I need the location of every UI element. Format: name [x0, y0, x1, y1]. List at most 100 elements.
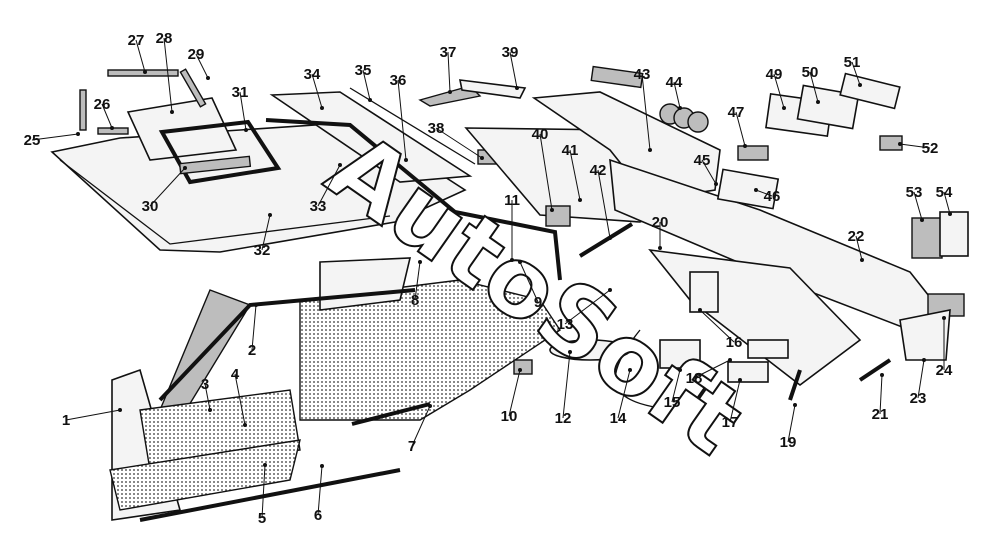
- callout-leader-43: [641, 73, 651, 151]
- callout-38: 38: [428, 120, 445, 137]
- callout-leader-25: [31, 133, 79, 141]
- callout-6: 6: [314, 507, 322, 524]
- lamp-54: [939, 211, 969, 257]
- callout-28: 28: [156, 30, 173, 47]
- callout-40: 40: [532, 126, 549, 143]
- bracket-21: [858, 358, 892, 382]
- callout-10: 10: [501, 408, 518, 425]
- callout-leader-49: [773, 73, 785, 109]
- sunroof-seal-strip: [178, 155, 252, 175]
- callout-41: 41: [562, 142, 579, 159]
- callout-dot-31: [244, 128, 248, 132]
- callout-leader-7: [411, 405, 431, 447]
- callout-32: 32: [254, 242, 271, 259]
- callout-leader-26: [101, 103, 113, 129]
- callout-dot-49: [782, 106, 786, 110]
- callout-44: 44: [666, 74, 683, 91]
- rod-27: [107, 69, 179, 77]
- callout-53: 53: [906, 184, 923, 201]
- callout-dot-13: [608, 288, 612, 292]
- callout-leader-42: [597, 169, 611, 239]
- sill-5: [109, 439, 301, 511]
- callout-leader-6: [317, 465, 323, 516]
- callout-dot-16: [698, 308, 702, 312]
- callout-leader-12: [562, 351, 571, 419]
- reflector-47: [737, 145, 769, 161]
- callout-dot-6: [320, 464, 324, 468]
- callout-dot-14: [628, 368, 632, 372]
- callout-46: 46: [764, 188, 781, 205]
- callout-50: 50: [802, 64, 819, 81]
- callout-dot-32: [268, 213, 272, 217]
- callout-dot-44: [678, 106, 682, 110]
- callout-dot-10: [518, 368, 522, 372]
- callout-24: 24: [936, 362, 953, 379]
- tail-lamp-46: [716, 168, 780, 210]
- callout-dot-29: [206, 76, 210, 80]
- callout-leaders: [31, 37, 952, 519]
- callout-22: 22: [848, 228, 865, 245]
- callout-dot-28: [170, 110, 174, 114]
- callout-1: 1: [62, 412, 70, 429]
- callout-36: 36: [390, 72, 407, 89]
- callout-dot-26: [110, 126, 114, 130]
- callout-dot-46: [754, 188, 758, 192]
- callout-dot-3: [208, 408, 212, 412]
- callout-leader-52: [899, 143, 931, 149]
- roof-panel-edge: [59, 159, 391, 245]
- callout-dot-25: [76, 132, 80, 136]
- callout-leader-36: [397, 79, 407, 161]
- callout-leader-45: [701, 159, 717, 185]
- callout-leader-4: [234, 373, 246, 426]
- callout-29: 29: [188, 46, 205, 63]
- callout-dot-8: [418, 260, 422, 264]
- callout-dot-51: [858, 83, 862, 87]
- callout-dot-5: [263, 463, 267, 467]
- connector-52: [879, 135, 903, 151]
- callout-19: 19: [780, 434, 797, 451]
- callout-dot-2: [254, 303, 258, 307]
- callout-31: 31: [232, 84, 249, 101]
- callout-dot-52: [898, 142, 902, 146]
- callout-dot-19: [793, 403, 797, 407]
- callout-leader-38: [435, 127, 483, 159]
- callout-9: 9: [534, 294, 542, 311]
- callout-dot-18: [728, 358, 732, 362]
- emblem-45: [590, 65, 644, 89]
- lamp-53: [911, 217, 943, 259]
- callout-dot-42: [608, 236, 612, 240]
- bracket-40: [545, 205, 571, 227]
- callout-leader-15: [671, 369, 681, 403]
- callout-43: 43: [634, 66, 651, 83]
- callout-leader-17: [729, 379, 741, 423]
- callout-dot-43: [648, 148, 652, 152]
- callout-49: 49: [766, 66, 783, 83]
- bracket-15: [659, 339, 701, 369]
- callout-15: 15: [664, 394, 681, 411]
- callout-dot-20: [658, 246, 662, 250]
- callout-leader-41: [569, 149, 581, 201]
- strut-42: [578, 222, 634, 258]
- callout-leader-1: [65, 409, 121, 421]
- callout-leader-19: [787, 404, 796, 443]
- callout-52: 52: [922, 140, 939, 157]
- window-frame-rod: [265, 118, 562, 281]
- callout-dot-54: [948, 212, 952, 216]
- callout-37: 37: [440, 44, 457, 61]
- callout-leader-8: [414, 261, 421, 301]
- callout-dot-17: [738, 378, 742, 382]
- hinge-16: [689, 271, 719, 313]
- callout-dot-36: [404, 158, 408, 162]
- callout-3: 3: [201, 376, 209, 393]
- callout-leader-22: [855, 235, 863, 261]
- lamp-44c: [687, 111, 709, 133]
- callout-23: 23: [910, 390, 927, 407]
- callout-dot-37: [448, 90, 452, 94]
- hinge-39: [458, 79, 527, 99]
- callout-2: 2: [248, 342, 256, 359]
- plate-18: [747, 339, 789, 359]
- bracket-19: [788, 369, 802, 401]
- callout-leader-34: [311, 73, 323, 109]
